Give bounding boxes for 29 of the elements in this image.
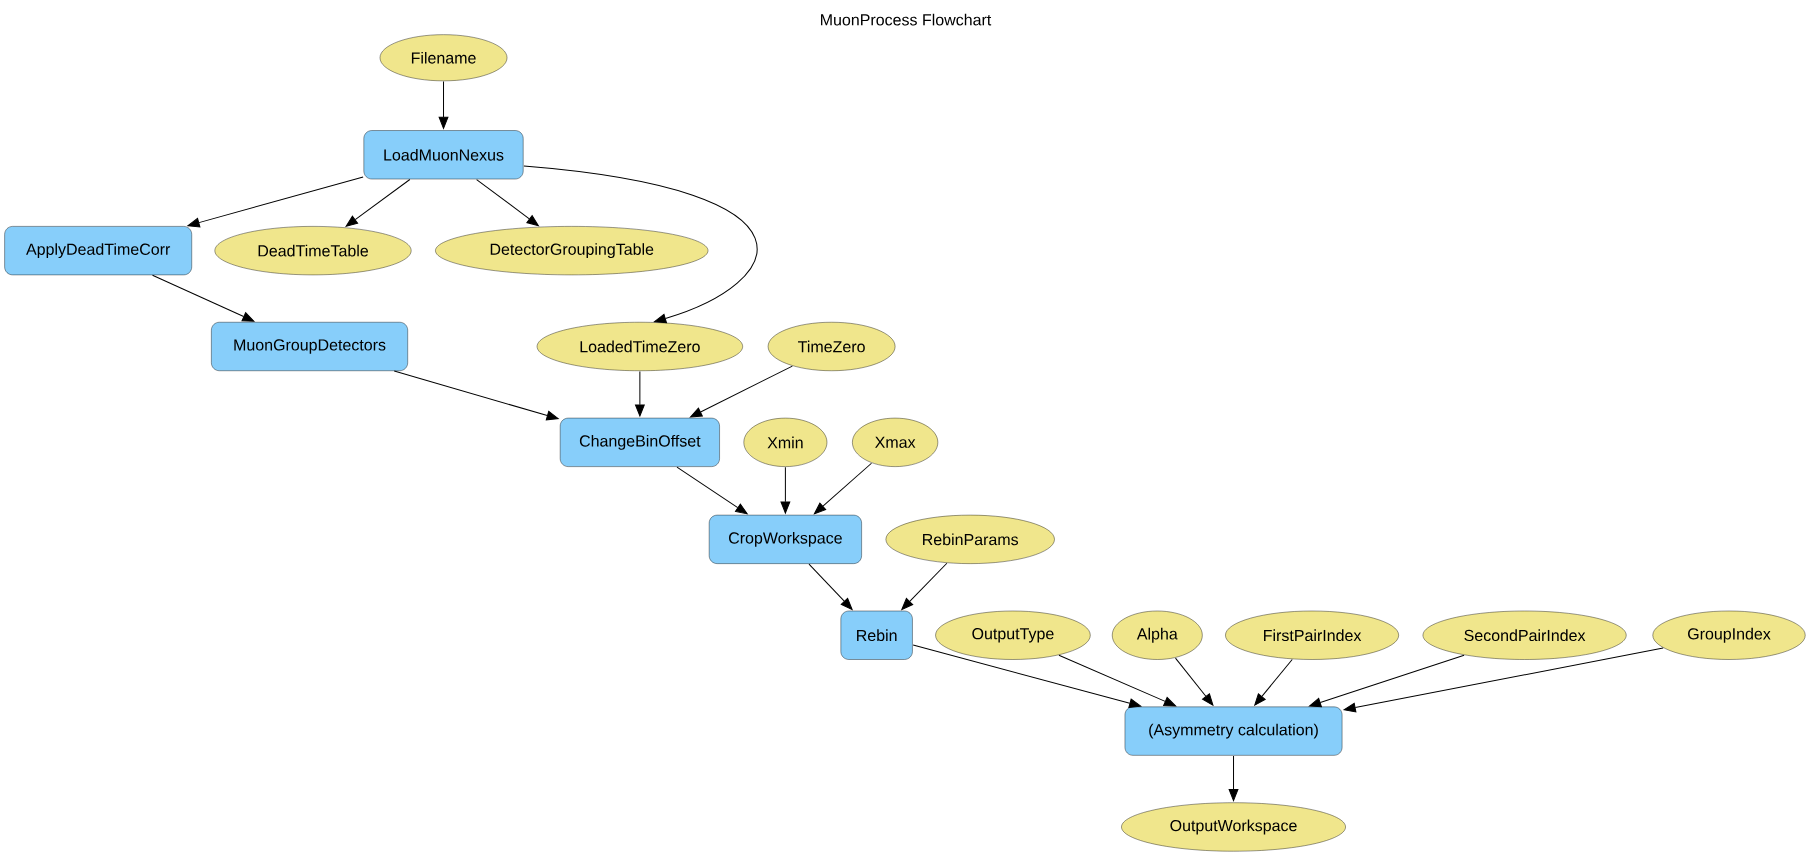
- arrow: [523, 165, 758, 324]
- arrow: [780, 466, 791, 514]
- arrow: [1254, 658, 1293, 706]
- arrow: [1309, 654, 1465, 708]
- process-box: LoadMuonNexus: [363, 130, 524, 180]
- arrow: [1343, 647, 1664, 713]
- process-box: Rebin: [840, 610, 913, 660]
- arrow: [438, 81, 449, 129]
- process-box: ChangeBinOffset: [559, 417, 720, 467]
- process-box: ApplyDeadTimeCorr: [4, 226, 192, 276]
- arrow: [676, 466, 748, 515]
- arrow: [152, 274, 255, 322]
- title: MuonProcess Flowchart: [821, 13, 992, 26]
- process-box: (Asymmetry calculation): [1124, 706, 1343, 756]
- arrow: [187, 176, 364, 228]
- arrow: [808, 563, 853, 610]
- arrow: [1228, 755, 1239, 802]
- arrow: [1058, 654, 1177, 707]
- arrow: [393, 370, 559, 421]
- process-box: CropWorkspace: [708, 514, 862, 564]
- arrow: [1175, 657, 1214, 706]
- arrow: [689, 365, 793, 418]
- process-box: MuonGroupDetectors: [211, 322, 408, 371]
- arrow: [634, 370, 645, 417]
- arrow: [912, 644, 1142, 709]
- arrow: [813, 462, 872, 515]
- arrow: [345, 179, 411, 227]
- arrow: [476, 179, 539, 227]
- arrow: [901, 562, 948, 610]
